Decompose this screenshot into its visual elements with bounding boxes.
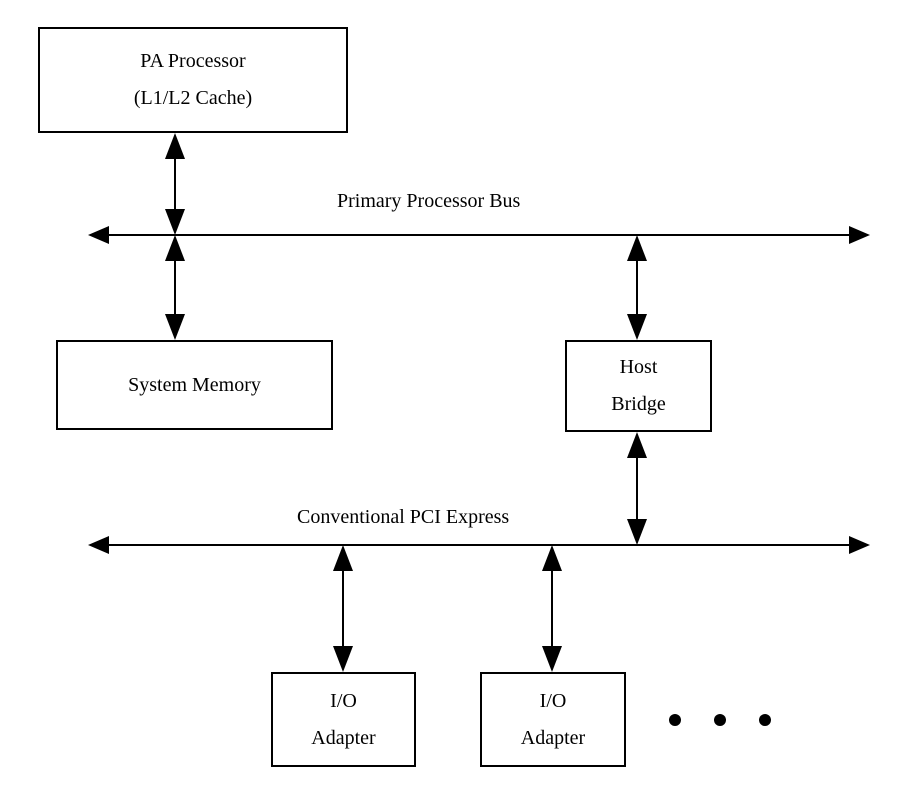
node-io-adapter-2-line-2: Adapter xyxy=(520,726,586,749)
primary-bus-to-system-memory-down-arrowhead xyxy=(165,314,185,340)
host-bridge-to-pci-express-up-arrowhead xyxy=(627,432,647,458)
node-pa-processor[interactable]: PA Processor (L1/L2 Cache) xyxy=(38,27,348,133)
node-system-memory-line-1: System Memory xyxy=(128,373,261,396)
ellipsis-dot-3 xyxy=(759,714,771,726)
node-host-bridge-line-2: Bridge xyxy=(611,393,666,415)
pci-express-to-io-adapter-1-down-arrowhead xyxy=(333,646,353,672)
primary-bus-to-host-bridge-down-arrowhead xyxy=(627,314,647,340)
node-host-bridge[interactable]: Host Bridge xyxy=(565,340,712,432)
conventional-pci-express-left-arrowhead xyxy=(88,536,109,554)
node-io-adapter-2[interactable]: I/O Adapter xyxy=(480,672,626,767)
conventional-pci-express-right-arrowhead xyxy=(849,536,870,554)
bus-lines-group xyxy=(88,226,870,554)
connector-lines-group xyxy=(165,133,647,672)
node-pa-processor-line-2: (L1/L2 Cache) xyxy=(133,87,253,109)
primary-bus-to-system-memory-up-arrowhead xyxy=(165,235,185,261)
node-host-bridge-line-1: Host xyxy=(619,356,658,378)
pci-express-to-io-adapter-2-up-arrowhead xyxy=(542,545,562,571)
node-io-adapter-1-line-2: Adapter xyxy=(311,726,376,749)
node-io-adapter-2-line-1: I/O xyxy=(539,689,567,712)
ellipsis-dot-1 xyxy=(669,714,681,726)
node-pa-processor-line-1: PA Processor xyxy=(140,50,246,72)
pa-processor-to-primary-bus-down-arrowhead xyxy=(165,209,185,235)
pa-processor-to-primary-bus-up-arrowhead xyxy=(165,133,185,159)
pci-express-to-io-adapter-2-down-arrowhead xyxy=(542,646,562,672)
primary-processor-bus-left-arrowhead xyxy=(88,226,109,244)
host-bridge-to-pci-express-down-arrowhead xyxy=(627,519,647,545)
node-system-memory[interactable]: System Memory xyxy=(56,340,333,430)
ellipsis-dot-2 xyxy=(714,714,726,726)
node-io-adapter-1-line-1: I/O xyxy=(330,689,357,712)
bus-label-conventional-pci-express: Conventional PCI Express xyxy=(297,506,510,528)
pci-express-to-io-adapter-1-up-arrowhead xyxy=(333,545,353,571)
node-io-adapter-1[interactable]: I/O Adapter xyxy=(271,672,416,767)
bus-label-primary-processor-bus: Primary Processor Bus xyxy=(337,190,521,212)
primary-bus-to-host-bridge-up-arrowhead xyxy=(627,235,647,261)
primary-processor-bus-right-arrowhead xyxy=(849,226,870,244)
